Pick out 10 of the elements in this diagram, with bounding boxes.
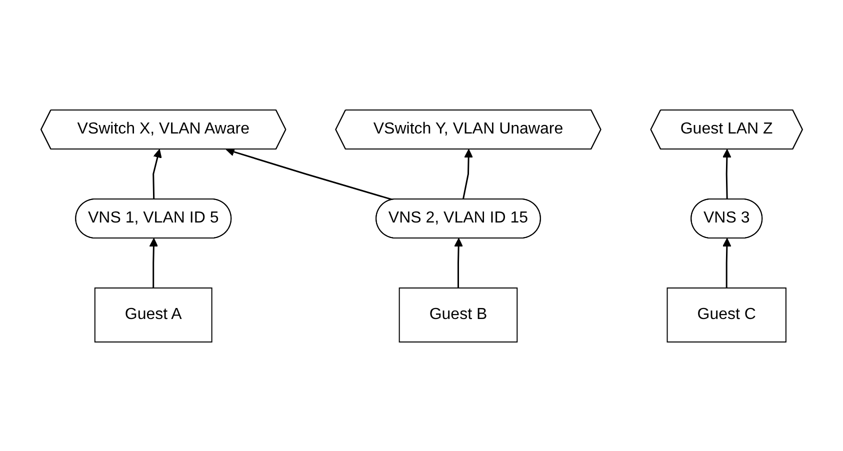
arrow [152,148,162,200]
arrow [226,147,393,200]
node-box: Guest C [666,287,786,342]
arrow [722,238,732,288]
node-box: Guest B [398,287,518,342]
node-box: Guest A [94,287,212,342]
arrow [462,148,473,200]
arrow [722,148,732,200]
arrow [454,238,463,288]
arrow [149,238,158,288]
